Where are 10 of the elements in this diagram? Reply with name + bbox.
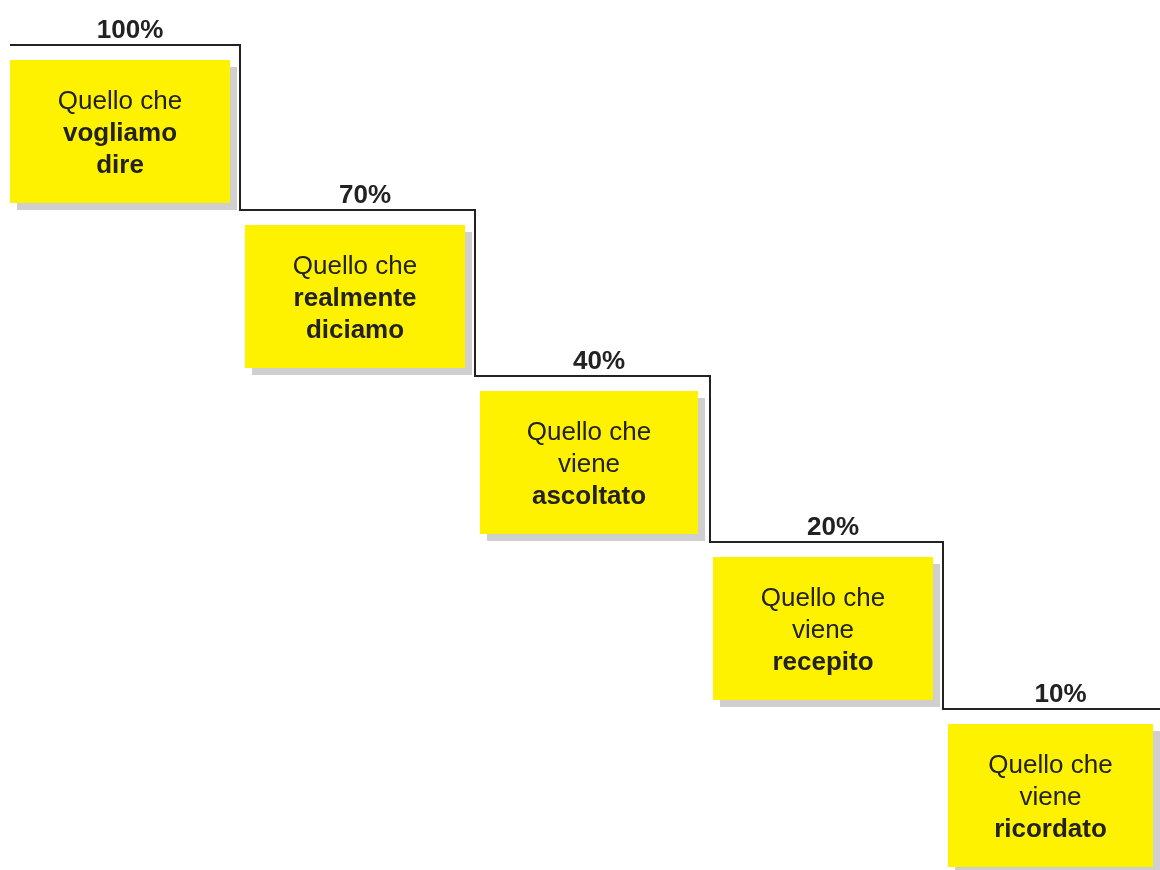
percentage-label: 40% — [571, 345, 626, 375]
step-text: Quello che viene recepito — [759, 580, 887, 677]
percentage-label: 20% — [805, 511, 860, 541]
percentage-label: 10% — [1033, 678, 1088, 708]
percentage-label: 70% — [337, 179, 392, 209]
step-text: Quello che vogliamo dire — [56, 83, 184, 180]
step-text: Quello che realmente diciamo — [291, 248, 419, 345]
step-text: Quello che viene ricordato — [987, 747, 1114, 844]
step-text: Quello che viene ascoltato — [525, 414, 653, 511]
percentage-label: 100% — [95, 14, 165, 44]
